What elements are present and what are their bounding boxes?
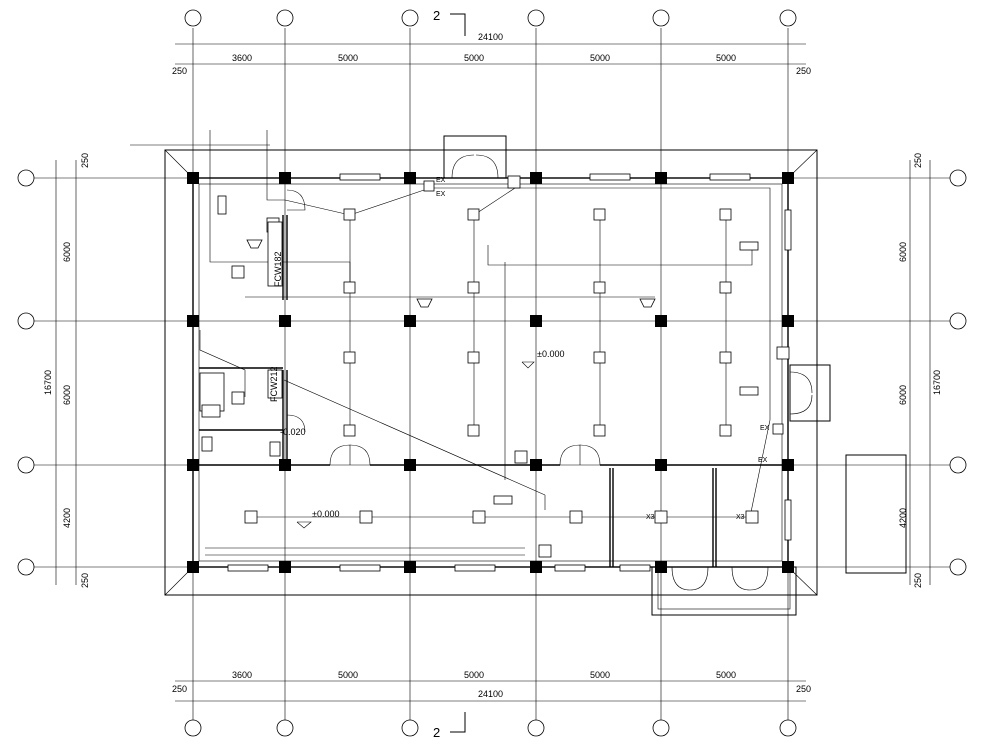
svg-text:24100: 24100 [478,32,503,42]
svg-text:2: 2 [433,8,440,23]
elevation-lower: ±0.000 [312,509,339,519]
svg-text:4200: 4200 [62,508,72,528]
entrance-bottom [651,566,797,616]
svg-text:24100: 24100 [478,689,503,699]
tag-ex-top: EX [436,177,446,184]
axis-bubbles-bottom [184,719,797,737]
axis-bubbles-left [17,169,35,576]
svg-text:3600: 3600 [232,670,252,680]
elevation-washroom: -0.020 [280,427,306,437]
axis-bubbles-right [949,169,967,576]
labels: FCW182 FCW212 ±0.000 ±0.000 -0.020 EX EX… [269,177,770,529]
svg-text:16700: 16700 [43,370,53,395]
doors [286,189,601,466]
svg-text:6000: 6000 [62,242,72,262]
section-mark-top: 2 [433,8,466,36]
fcu-label-1: FCW182 [273,251,283,287]
svg-text:5000: 5000 [338,670,358,680]
tag-ex-right: EX [760,425,770,432]
section-mark-bottom: 2 [433,712,466,740]
diffusers [231,175,790,558]
svg-text:250: 250 [172,66,187,76]
elevation-main: ±0.000 [537,349,564,359]
svg-text:250: 250 [80,153,90,168]
tag-x3-a: X3 [646,514,655,521]
tag-x3-b: X3 [736,514,745,521]
dimension-top: 24100 3600 5000 5000 5000 5000 250 250 [172,32,811,76]
washroom-fixtures [199,195,525,556]
svg-text:5000: 5000 [590,53,610,63]
svg-text:6000: 6000 [898,242,908,262]
windows [227,173,792,572]
tag-ex-right-2: EX [758,457,768,464]
columns [187,172,794,573]
svg-text:250: 250 [796,66,811,76]
svg-text:2: 2 [433,725,440,740]
horizontal-axis-lines [30,177,965,568]
svg-text:6000: 6000 [62,385,72,405]
entrance-top [443,135,507,179]
dimension-bottom: 3600 5000 5000 5000 5000 250 250 24100 [172,670,811,702]
svg-text:5000: 5000 [716,53,736,63]
svg-text:5000: 5000 [464,670,484,680]
svg-text:250: 250 [913,153,923,168]
svg-text:5000: 5000 [464,53,484,63]
duct-lines [130,130,771,518]
svg-text:16700: 16700 [932,370,942,395]
interior-walls [193,215,788,567]
dimension-left: 250 6000 6000 4200 250 16700 [43,153,90,588]
dimension-right: 250 6000 6000 4200 250 16700 [898,153,942,588]
svg-text:4200: 4200 [898,508,908,528]
svg-text:250: 250 [913,573,923,588]
fcu-label-2: FCW212 [269,366,279,402]
roof-outline [164,149,818,596]
svg-text:250: 250 [172,684,187,694]
svg-text:5000: 5000 [716,670,736,680]
entrance-right [789,364,831,422]
annex-right [845,454,907,574]
axis-bubbles-top [184,9,797,27]
svg-text:250: 250 [796,684,811,694]
tag-ex-top-2: EX [436,191,446,198]
svg-text:250: 250 [80,573,90,588]
svg-text:3600: 3600 [232,53,252,63]
svg-text:5000: 5000 [590,670,610,680]
svg-text:5000: 5000 [338,53,358,63]
svg-text:6000: 6000 [898,385,908,405]
